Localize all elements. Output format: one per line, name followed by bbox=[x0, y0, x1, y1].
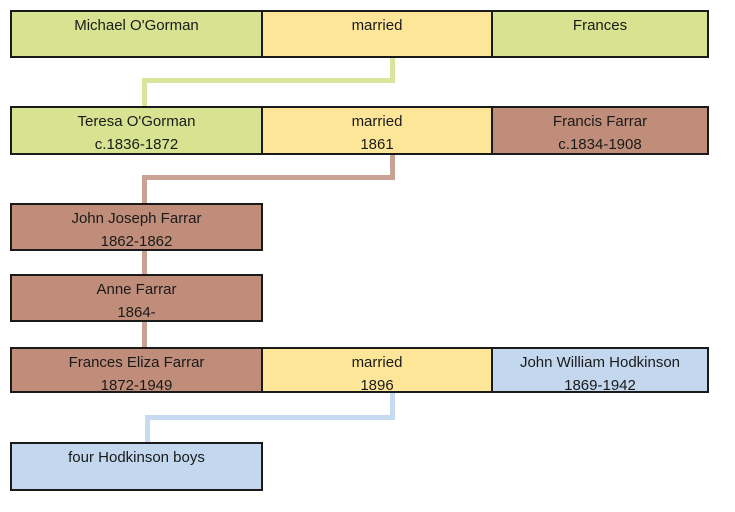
node-frances: Frances bbox=[491, 10, 709, 58]
person-name: Frances bbox=[572, 17, 628, 34]
person-name: John Joseph Farrar bbox=[71, 210, 202, 227]
person-dates: c.1836-1872 bbox=[94, 136, 179, 153]
connector-gen2-drop bbox=[390, 153, 395, 180]
person-name: Anne Farrar bbox=[96, 281, 177, 298]
node-teresa-ogorman: Teresa O'Gorman c.1836-1872 bbox=[10, 106, 263, 155]
node-john-william-hodkinson: John William Hodkinson 1869-1942 bbox=[491, 347, 709, 394]
marriage-label: married bbox=[351, 113, 403, 130]
person-dates: 1862-1862 bbox=[100, 233, 173, 250]
node-married-3: married 1896 bbox=[261, 347, 493, 394]
connector-gen3-drop bbox=[390, 391, 395, 420]
connector-gen3-riser bbox=[145, 415, 150, 444]
connector-gen1-drop bbox=[390, 56, 395, 83]
person-name: Francis Farrar bbox=[552, 113, 648, 130]
node-married-1: married bbox=[261, 10, 493, 58]
node-john-joseph-farrar: John Joseph Farrar 1862-1862 bbox=[10, 203, 263, 251]
connector-gen2-sibling-line bbox=[142, 175, 147, 349]
person-name: Teresa O'Gorman bbox=[77, 113, 196, 130]
connector-gen3-elbow bbox=[145, 415, 395, 420]
connector-gen1-elbow bbox=[142, 78, 395, 83]
node-four-hodkinson-boys: four Hodkinson boys bbox=[10, 442, 263, 491]
node-married-2: married 1861 bbox=[261, 106, 493, 155]
node-anne-farrar: Anne Farrar 1864- bbox=[10, 274, 263, 322]
connector-gen1-riser bbox=[142, 78, 147, 108]
children-label: four Hodkinson boys bbox=[68, 449, 205, 466]
marriage-year: 1896 bbox=[360, 377, 394, 394]
marriage-label: married bbox=[351, 354, 403, 371]
person-name: John William Hodkinson bbox=[519, 354, 681, 371]
node-frances-eliza-farrar: Frances Eliza Farrar 1872-1949 bbox=[10, 347, 263, 394]
node-francis-farrar: Francis Farrar c.1834-1908 bbox=[491, 106, 709, 155]
person-dates: 1872-1949 bbox=[100, 377, 173, 394]
person-name: Frances Eliza Farrar bbox=[68, 354, 205, 371]
person-dates: 1864- bbox=[117, 304, 156, 321]
person-name: Michael O'Gorman bbox=[74, 17, 199, 34]
node-michael-ogorman: Michael O'Gorman bbox=[10, 10, 263, 58]
person-dates: c.1834-1908 bbox=[558, 136, 642, 153]
person-dates: 1869-1942 bbox=[564, 377, 636, 394]
marriage-year: 1861 bbox=[360, 136, 394, 153]
marriage-label: married bbox=[351, 17, 403, 34]
connector-gen2-elbow bbox=[142, 175, 395, 180]
